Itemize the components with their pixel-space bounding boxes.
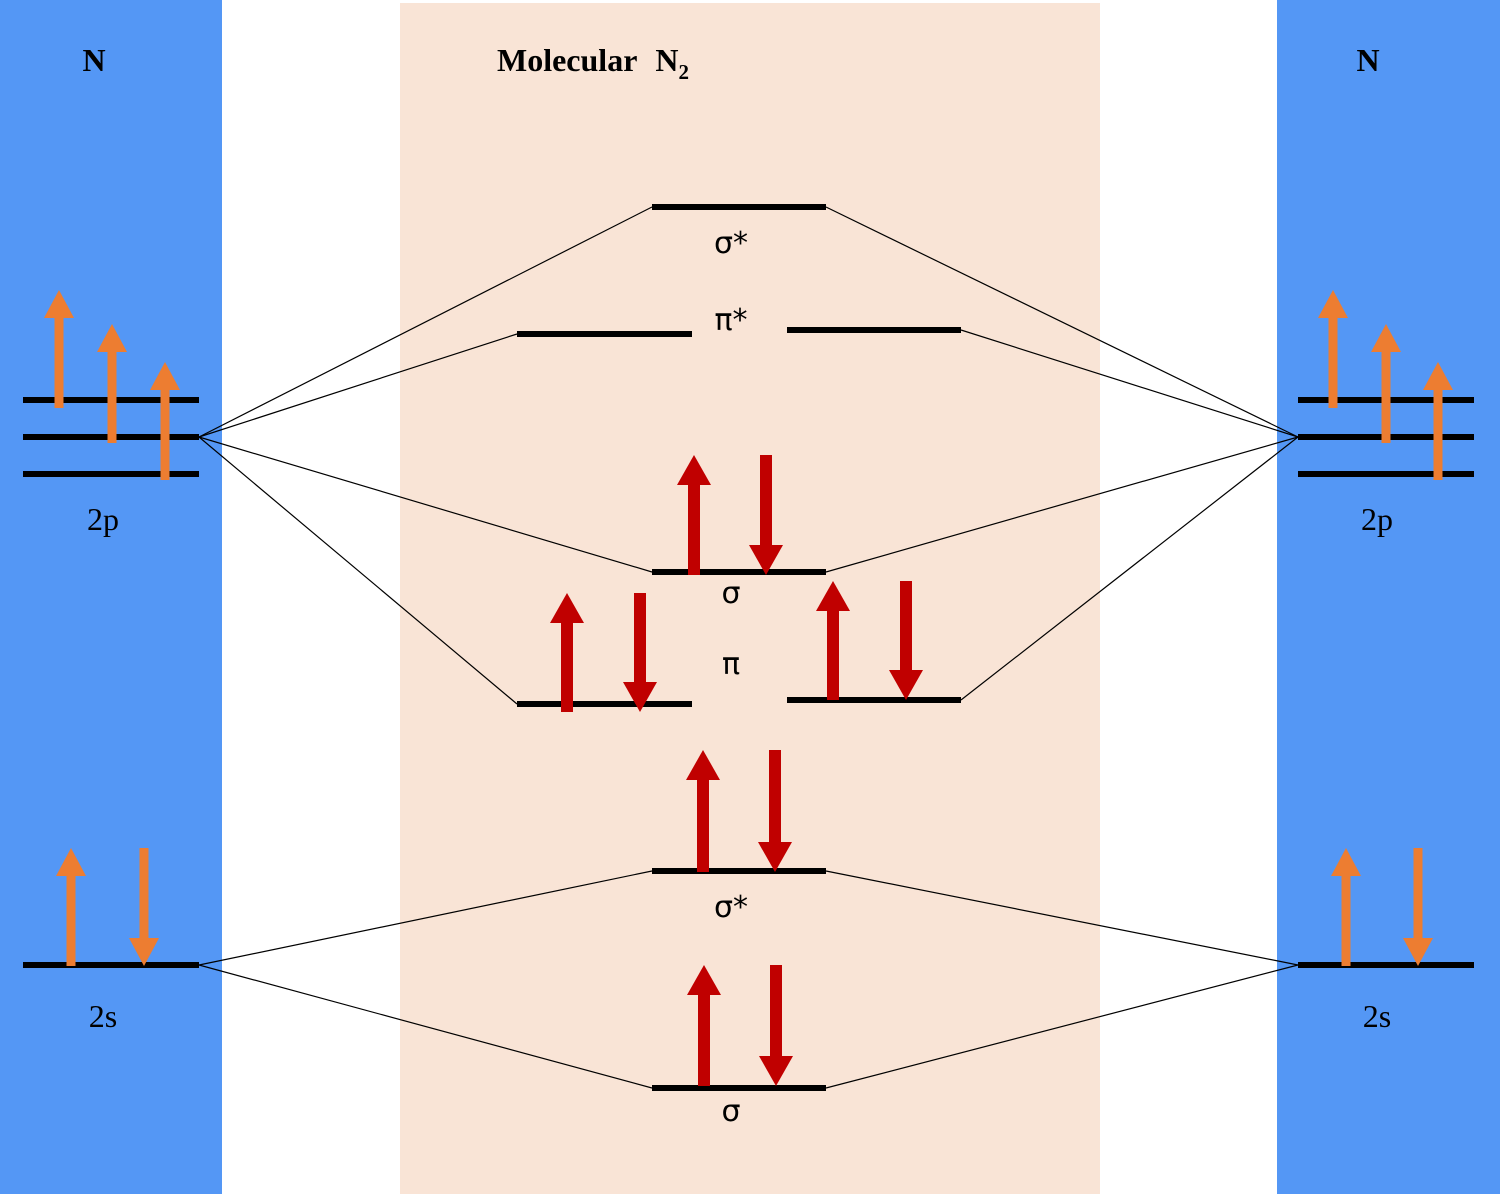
- molecule-title: Molecular N2: [497, 42, 689, 84]
- left-atom-panel: [0, 0, 222, 1194]
- left-atom-symbol: N: [82, 42, 105, 78]
- left-2p-electron-2-up-arrow: [97, 324, 127, 443]
- right-2p-electron-2-up-arrow: [1371, 324, 1401, 443]
- mo-label-pi-star-2p: π*: [714, 303, 747, 338]
- mo-label-pi-2p: π: [722, 647, 740, 682]
- pi_2p-2-electron-1-up-arrow: [816, 581, 850, 700]
- energy-levels: [23, 204, 1474, 1091]
- line-right-2p-pi: [960, 436, 1299, 701]
- molecule-panel: [400, 3, 1100, 1194]
- line-left-2p-sigma: [198, 436, 653, 573]
- line-left-2p-sigma-star: [198, 206, 653, 438]
- electron-arrows: [44, 290, 1453, 1086]
- molecule-title-word: Molecular: [497, 42, 637, 78]
- sigma_star_2s-electron-2-down-arrow: [758, 750, 792, 872]
- right-atom-panel: [1277, 0, 1500, 1194]
- pi_2p-2-electron-2-down-arrow: [889, 581, 923, 700]
- line-right-2s-sigma: [825, 964, 1299, 1089]
- right-2s-electron-2-down-arrow: [1403, 848, 1433, 966]
- sigma_2p-electron-2-down-arrow: [749, 455, 783, 575]
- left-2p-electron-1-up-arrow: [44, 290, 74, 408]
- line-left-2s-sigma-star: [198, 870, 653, 966]
- molecule-formula-subscript: 2: [679, 60, 690, 84]
- line-left-2p-pi-star: [198, 333, 518, 438]
- right-2s-electron-1-up-arrow: [1331, 848, 1361, 966]
- mo-label-sigma-star-2s: σ*: [714, 890, 748, 925]
- line-left-2p-pi: [198, 436, 518, 705]
- pi_2p-1-electron-1-up-arrow: [550, 593, 584, 712]
- line-right-2p-sigma-star: [825, 206, 1299, 438]
- line-right-2p-sigma: [825, 436, 1299, 573]
- left-2p-label: 2p: [87, 501, 119, 537]
- left-2s-electron-1-up-arrow: [56, 848, 86, 966]
- right-2s-label: 2s: [1363, 998, 1391, 1034]
- sigma_star_2s-electron-1-up-arrow: [686, 750, 720, 872]
- sigma_2p-electron-1-up-arrow: [677, 455, 711, 575]
- right-2p-electron-3-up-arrow: [1423, 362, 1453, 480]
- correlation-lines: [198, 206, 1299, 1089]
- right-2p-electron-1-up-arrow: [1318, 290, 1348, 408]
- sigma_2s-electron-1-up-arrow: [687, 965, 721, 1086]
- line-right-2p-pi-star: [960, 329, 1299, 438]
- mo-label-sigma-2s: σ: [721, 1094, 740, 1129]
- line-left-2s-sigma: [198, 964, 653, 1089]
- pi_2p-1-electron-2-down-arrow: [623, 593, 657, 712]
- sigma_2s-electron-2-down-arrow: [759, 965, 793, 1086]
- left-2p-electron-3-up-arrow: [150, 362, 180, 480]
- left-2s-label: 2s: [89, 998, 117, 1034]
- molecule-formula: N: [655, 42, 678, 78]
- right-2p-label: 2p: [1361, 501, 1393, 537]
- line-right-2s-sigma-star: [825, 870, 1299, 966]
- mo-label-sigma-star-2p: σ*: [714, 226, 748, 261]
- right-atom-symbol: N: [1356, 42, 1379, 78]
- left-2s-electron-2-down-arrow: [129, 848, 159, 966]
- mo-label-sigma-2p: σ: [721, 576, 740, 611]
